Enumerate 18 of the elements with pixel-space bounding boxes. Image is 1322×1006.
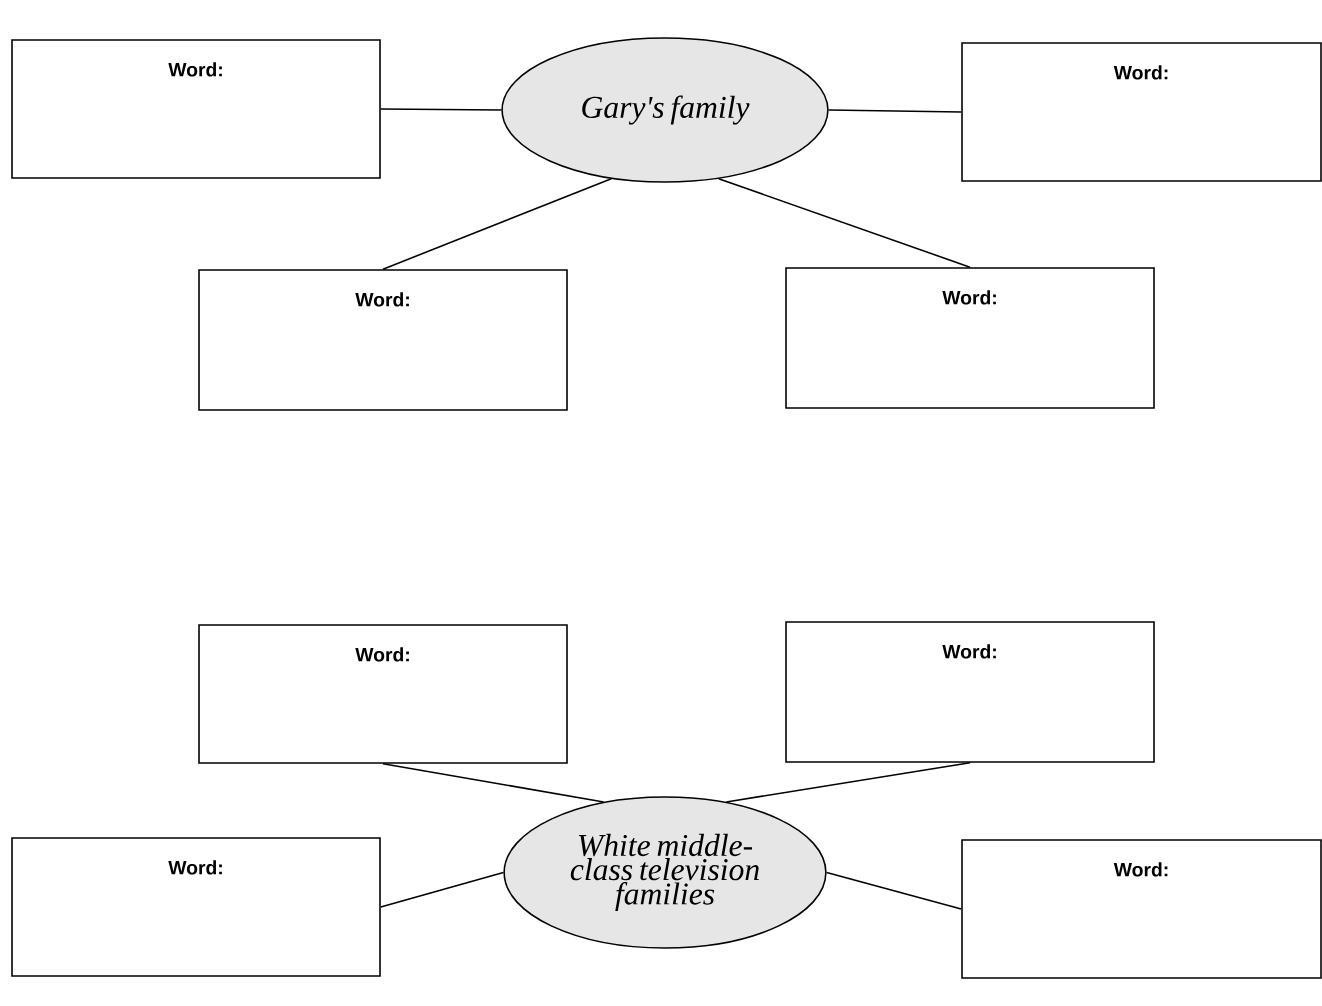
word-box: Word: xyxy=(198,624,568,764)
connector-line xyxy=(380,108,503,111)
word-box: Word: xyxy=(785,621,1155,763)
word-box: Word: xyxy=(11,39,381,179)
word-box: Word: xyxy=(198,269,568,411)
connector-line xyxy=(827,109,962,113)
connector-line xyxy=(382,763,605,803)
connector-line xyxy=(717,177,971,268)
oval-node: Gary's family xyxy=(501,37,829,183)
connector-line xyxy=(382,177,613,270)
word-box: Word: xyxy=(11,837,381,977)
connector-line xyxy=(380,871,505,908)
connector-line xyxy=(825,871,962,910)
word-box: Word: xyxy=(785,267,1155,409)
connector-line xyxy=(725,762,971,803)
oval-node: White middle-class television families xyxy=(503,796,827,949)
word-box: Word: xyxy=(961,42,1322,182)
word-box: Word: xyxy=(961,839,1322,979)
